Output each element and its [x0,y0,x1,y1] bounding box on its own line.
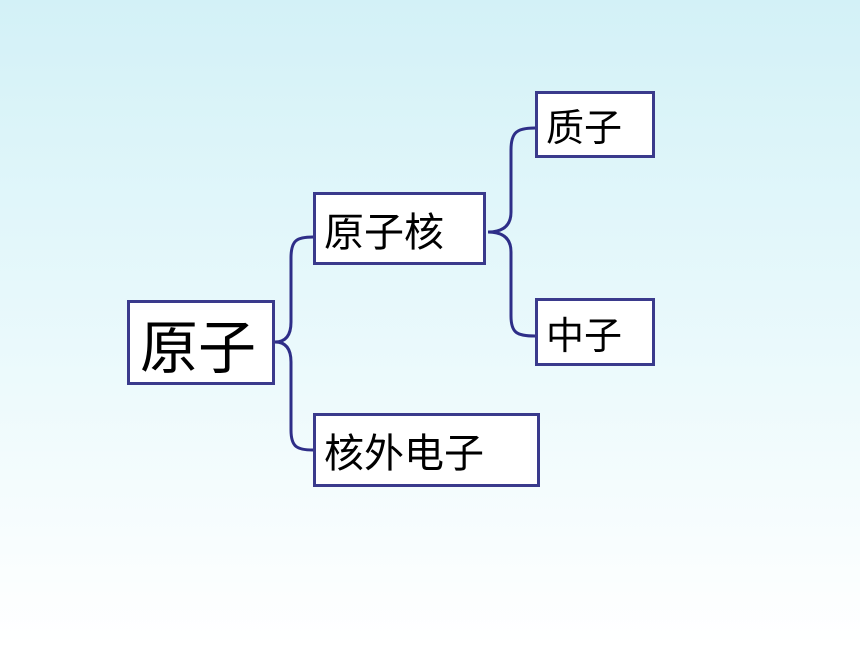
neutron-node: 中子 [535,298,655,366]
proton-node: 质子 [535,91,655,158]
nucleus-node: 原子核 [313,192,486,265]
neutron-label: 中子 [546,313,623,358]
electrons-node: 核外电子 [313,413,540,487]
proton-label: 质子 [546,106,623,150]
nucleus-bracket [487,126,536,338]
atom-node: 原子 [127,300,275,385]
atom-label: 原子 [140,313,257,382]
nucleus-label: 原子核 [324,209,444,256]
electrons-label: 核外电子 [324,431,484,477]
root-bracket [274,235,314,452]
